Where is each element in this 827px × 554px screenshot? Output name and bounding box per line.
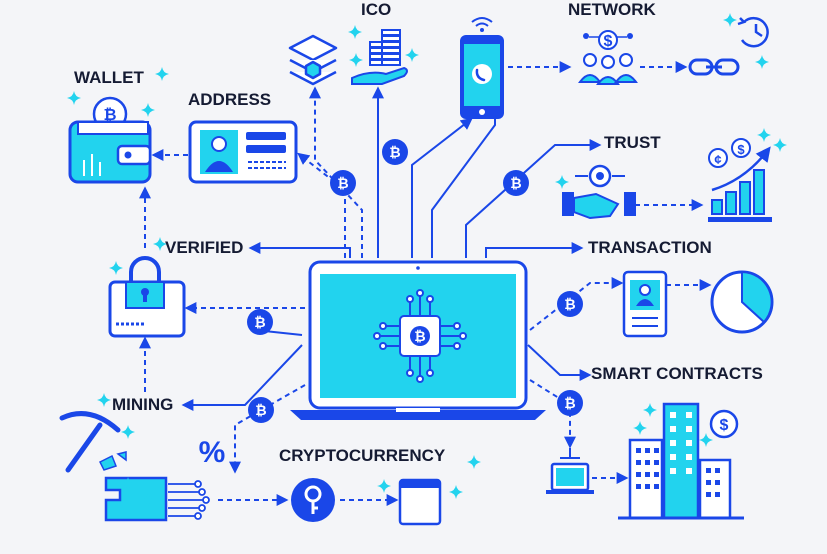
label-smart-contracts: SMART CONTRACTS [591, 364, 763, 383]
label-address: ADDRESS [188, 90, 272, 109]
bitcoin-glyph-ico: ₿ [389, 144, 400, 160]
bitcoin-glyph-transaction: ₿ [564, 296, 575, 312]
bitcoin-glyph-address: ₿ [337, 175, 348, 191]
pickaxe-icon [59, 411, 127, 473]
lock-icon [108, 256, 186, 338]
label-verified: VERIFIED [165, 238, 244, 257]
connector-id-card [529, 277, 624, 331]
connector-phone [411, 117, 473, 258]
connector-mining [181, 344, 303, 411]
label-trust: TRUST [604, 133, 661, 152]
network-people-icon [578, 30, 638, 85]
stack-icon [288, 34, 338, 86]
label-cryptocurrency: CRYPTOCURRENCY [279, 446, 446, 465]
cent-glyph-chart: ¢ [714, 152, 721, 167]
dollar-glyph-network: $ [604, 33, 613, 50]
label-network: NETWORK [568, 0, 656, 19]
window-icon [398, 478, 442, 526]
id-card-icon [622, 270, 668, 338]
small-laptop-icon [546, 448, 594, 494]
label-transaction: TRANSACTION [588, 238, 712, 257]
connector-down-left [229, 384, 306, 474]
label-wallet: WALLET [74, 68, 144, 87]
bitcoin-glyph-chip: ₿ [414, 328, 425, 344]
pie-chart-icon [710, 270, 774, 334]
connector-address [297, 152, 346, 258]
dollar-glyph-chart: $ [737, 142, 745, 157]
percent-glyph-mining: % [199, 436, 226, 469]
chain-link-icon [688, 58, 740, 76]
dollar-glyph-buildings: $ [720, 417, 729, 434]
label-mining: MINING [112, 395, 174, 414]
connector-transaction [485, 242, 584, 258]
circuit-block-icon [104, 476, 210, 522]
bitcoin-glyph-mining: ₿ [255, 402, 266, 418]
bitcoin-glyph-smart: ₿ [564, 395, 575, 411]
connector-phone-2 [431, 118, 496, 258]
connector-verified [248, 242, 351, 258]
key-icon [291, 478, 335, 522]
address-card-icon [188, 120, 298, 184]
clock-icon [737, 16, 769, 48]
bitcoin-badges [247, 139, 583, 423]
growth-chart-icon [708, 138, 772, 222]
ico-coins-icon [351, 29, 408, 85]
buildings-icon [618, 402, 744, 520]
central-laptop [290, 260, 546, 420]
bitcoin-glyph-lock: ₿ [254, 314, 265, 330]
label-ico: ICO [361, 0, 392, 19]
bitcoin-glyph-trust: ₿ [510, 175, 521, 191]
handshake-icon [562, 164, 636, 220]
bitcoin-glyph-wallet: ₿ [103, 106, 116, 124]
phone-icon [460, 17, 504, 119]
connector-smart [527, 344, 592, 381]
wallet-icon [68, 96, 152, 184]
chip-icon [373, 289, 467, 383]
